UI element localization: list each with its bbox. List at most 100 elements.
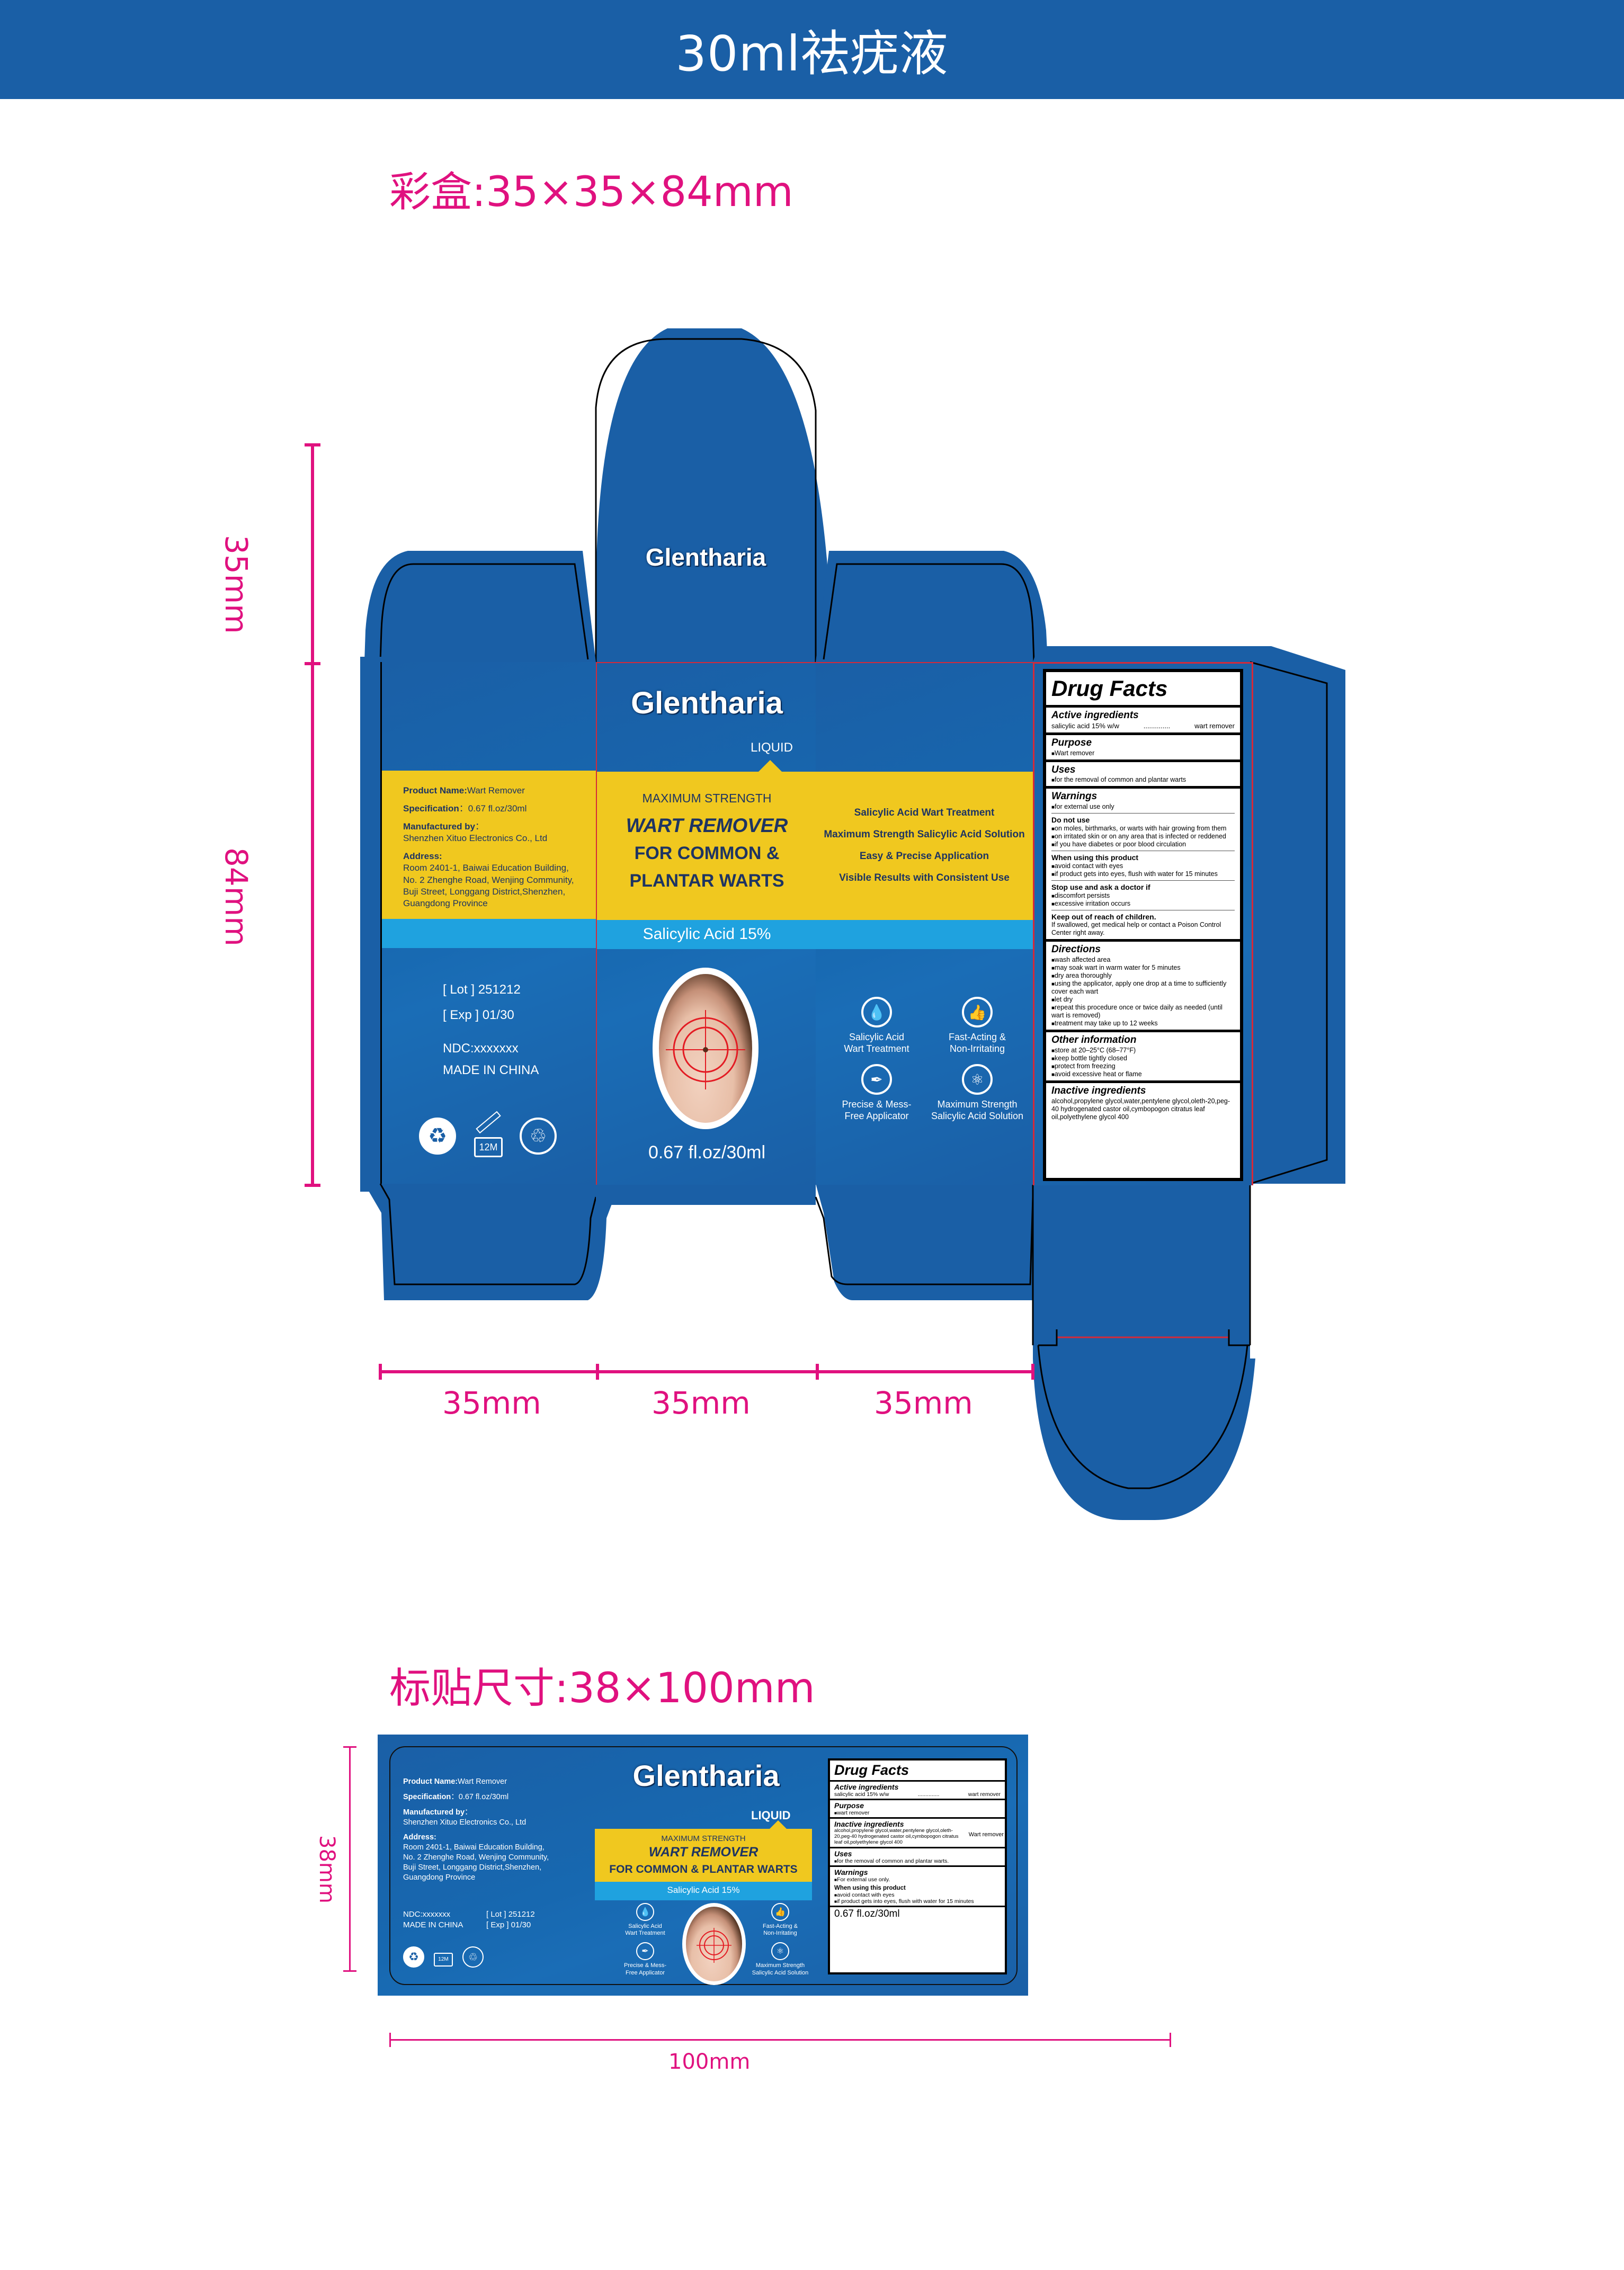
label-cut-line [389,1746,1018,1985]
feature-icon-label: Free Applicator [626,1969,665,1976]
drop-leaf-icon: 💧 [636,1903,654,1921]
box-horizontal-dimension [379,1370,1033,1373]
df-warning: for external use only [1051,803,1235,811]
label-df-purpose-heading: Purpose [834,1801,864,1810]
dim-tick [1170,2033,1171,2047]
feature-icon-label: Salicylic Acid [849,1032,905,1042]
mfr-value: Shenzhen Xituo Electronics Co., Ltd [403,833,548,844]
label-df-active-heading: Active ingredients [834,1783,899,1792]
page-title: 30ml祛疣液 [675,25,949,82]
dim-width-label: 35mm [442,1385,541,1421]
box-front-panel: Glentharia LIQUID MAXIMUM STRENGTH WART … [596,662,818,1185]
product-info-block: Product Name:Wart Remover Specification：… [403,785,594,909]
df-dnu-heading: Do not use [1051,816,1090,825]
label-form-pointer [770,1820,787,1829]
feature-item: Salicylic Acid Wart Treatment [854,807,995,818]
label-width-label: 100mm [668,2050,751,2074]
label-address-label: Address: [403,1833,436,1842]
pao-icon: 12M [434,1953,453,1967]
df-direction-item: may soak wart in warm water for 5 minute… [1051,964,1235,972]
label-mfr-value: Shenzhen Xituo Electronics Co., Ltd [403,1818,527,1827]
df-direction-item: dry area thoroughly [1051,972,1235,980]
feature-icon-label: Precise & Mess- [842,1099,912,1110]
label-df-wutp-item: if product gets into eyes, flush with wa… [834,1898,1001,1905]
df-purpose: Wart remover [1051,749,1235,757]
product-name-label: Product Name: [403,785,467,796]
made-in: MADE IN CHINA [443,1062,539,1077]
label-yellow-band [595,1829,812,1882]
dim-tick [596,1364,599,1380]
label-exp: [ Exp ] 01/30 [486,1920,531,1930]
box-drug-facts-panel: Drug Facts Active ingredients salicylic … [1033,662,1253,1185]
feature-icon-label: Salicylic Acid [628,1923,662,1929]
label-address-line: Guangdong Province [403,1873,476,1882]
product-name-value: Wart Remover [467,785,525,796]
feature-item: Maximum Strength Salicylic Acid Solution [824,829,1025,840]
df-direction-item: wash affected area [1051,956,1235,964]
drug-facts-title: Drug Facts [1051,676,1168,701]
box-vertical-dimension [311,443,314,1185]
lot-exp-block: [ Lot ] 251212 [ Exp ] 01/30 [443,977,521,1028]
df-direction-item: treatment may take up to 12 weeks [1051,1020,1235,1027]
df-keep-text: If swallowed, get medical help or contac… [1051,921,1221,937]
label-mfr-label: Manufactured by [403,1808,465,1817]
label-spec-value: ：0.67 fl.oz/30ml [451,1792,509,1801]
symbols-row: ♻ 12M ♲ [419,1111,557,1157]
feature-icon-item: ✒ Precise & Mess-Free Applicator [826,1064,927,1122]
df-other-item: keep bottle tightly closed [1051,1054,1235,1062]
dim-tick [1031,1364,1034,1380]
label-ndc: NDC:xxxxxxx [403,1910,451,1919]
feature-icon-label: Non-Irritating [763,1930,797,1937]
address-label: Address: [403,851,442,862]
label-product-name-label: Product Name: [403,1777,458,1786]
label-lot: [ Lot ] 251212 [486,1910,535,1919]
df-stop-item: discomfort persists [1051,892,1235,900]
info-band [382,771,597,919]
feature-icon-label: Wart Treatment [625,1930,665,1937]
label-df-uses-heading: Uses [834,1849,852,1858]
address-line: Guangdong Province [403,898,488,908]
molecule-icon: ⚛ [962,1064,993,1095]
df-wutp-heading: When using this product [1051,853,1139,862]
label-df-title: Drug Facts [834,1762,909,1778]
label-df-active-purpose: wart remover [968,1791,1001,1798]
df-active-value: salicylic acid 15% w/w [1051,722,1119,730]
label-df-inactive-purpose: Wart remover [968,1831,1004,1838]
label-df-volume: 0.67 fl.oz/30ml [830,1905,1005,1921]
dim-tick [343,1746,356,1748]
product-subtitle-2: PLANTAR WARTS [629,871,784,891]
dim-tick [816,1364,819,1380]
label-df-warnings-heading: Warnings [834,1868,868,1877]
address-line: Buji Street, Longgang District,Shenzhen, [403,886,566,897]
lot-number: [ Lot ] 251212 [443,982,521,997]
ndc-code: NDC:xxxxxxx [443,1041,519,1056]
df-direction-item: using the applicator, apply one drop at … [1051,980,1235,996]
exp-date: [ Exp ] 01/30 [443,1008,514,1022]
feature-icon-label: Non-Irritating [949,1043,1005,1054]
feature-list: Salicylic Acid Wart Treatment Maximum St… [816,802,1033,889]
label-spec-label: Specification [403,1792,451,1801]
label-product-subtitle: FOR COMMON & PLANTAR WARTS [609,1863,798,1875]
df-stop-item: excessive irritation occurs [1051,900,1235,908]
tidy-man-icon: ♲ [520,1118,557,1155]
box-left-panel: Product Name:Wart Remover Specification：… [380,662,597,1184]
feature-item: Visible Results with Consistent Use [839,872,1010,883]
df-direction-item: repeat this procedure once or twice dail… [1051,1004,1235,1020]
df-other-item: store at 20–25°C (68–77°F) [1051,1047,1235,1054]
df-dots: .............. [1143,722,1171,730]
df-uses: for the removal of common and plantar wa… [1051,776,1235,784]
dim-tick [305,662,320,665]
page-header: 30ml祛疣液 [0,0,1624,99]
label-product-name: WART REMOVER [648,1845,759,1860]
label-df-wutp-heading: When using this product [834,1884,906,1891]
feature-icon-label: Precise & Mess- [623,1962,667,1969]
label-drug-facts: Drug Facts Active ingredients salicylic … [828,1758,1007,1974]
label-product-name-value: Wart Remover [458,1777,507,1786]
mfr-colon: ： [475,821,485,832]
product-subtitle-1: FOR COMMON & [634,843,780,863]
box-right-panel: Salicylic Acid Wart Treatment Maximum St… [816,662,1033,1185]
label-df-purpose: wart remover [834,1810,1001,1816]
df-stop-heading: Stop use and ask a doctor if [1051,882,1150,891]
